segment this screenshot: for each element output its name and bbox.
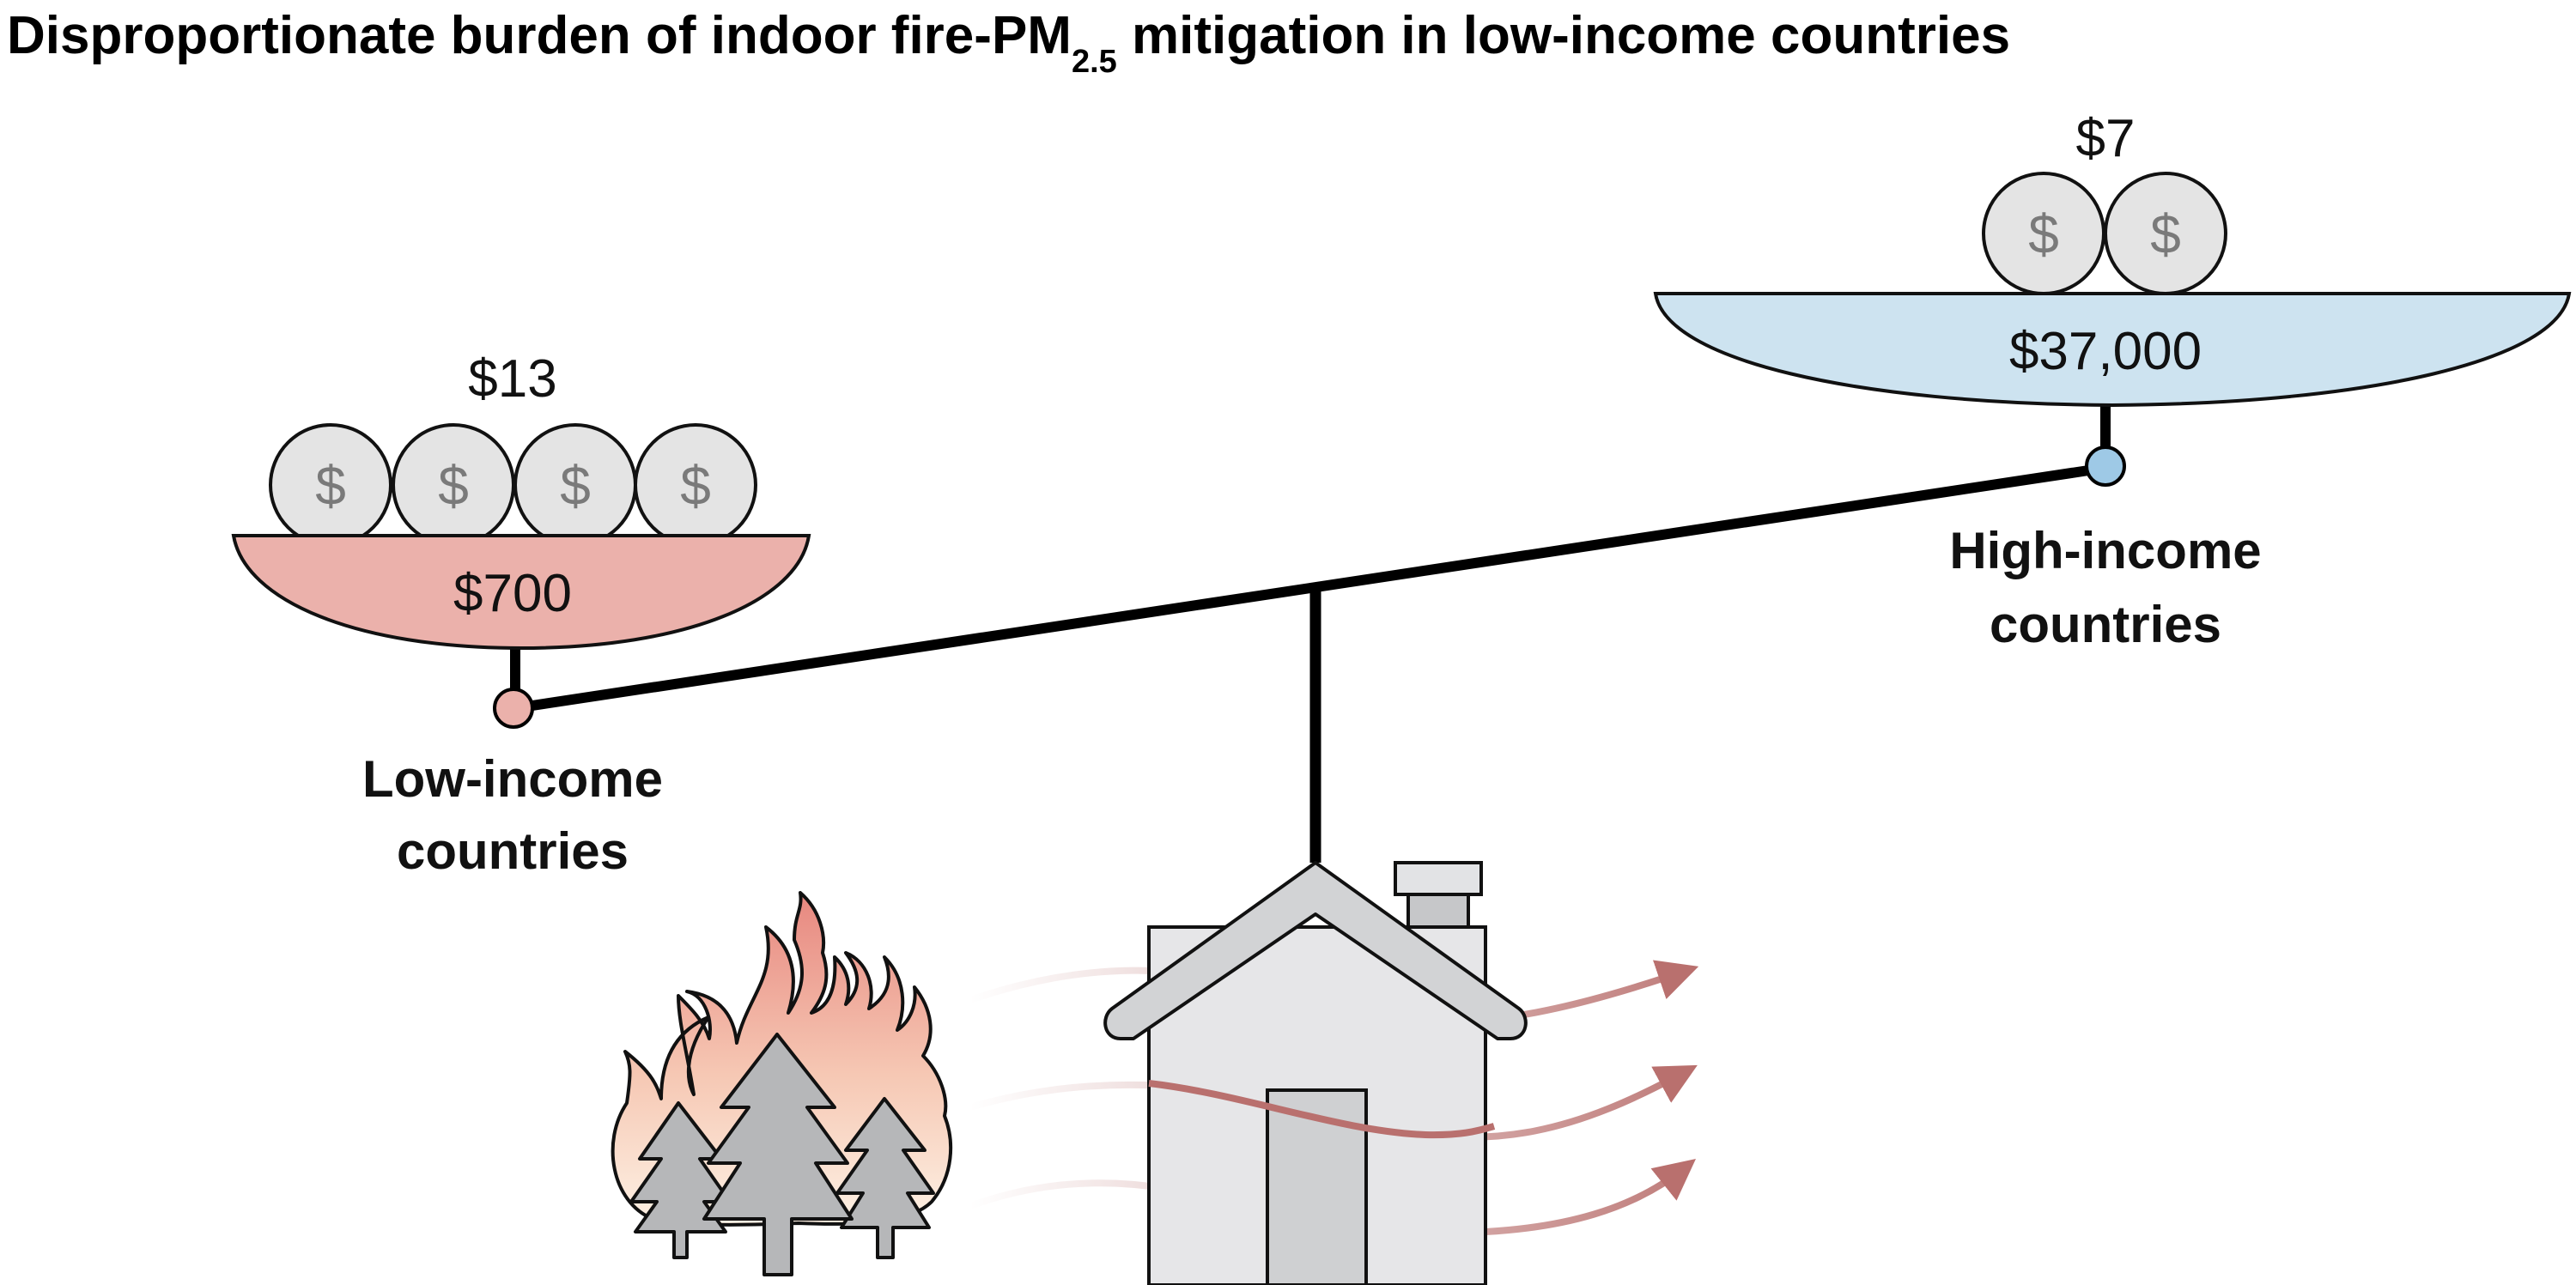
coin-symbol: $ [560,455,591,517]
chimney-cap [1394,861,1483,896]
tree-icon [835,1097,935,1259]
title-rest: mitigation in low-income countries [1117,6,2010,65]
coin-symbol: $ [315,455,346,517]
high-pan-value: $37,000 [2009,322,2202,381]
coin-icon: $ [2104,172,2227,295]
house-icon [1103,861,1528,1285]
low-pivot [493,688,534,729]
title-main: Disproportionate burden of indoor fire-P… [7,6,1072,65]
coin-symbol: $ [2150,203,2181,265]
low-income-label-line1: Low-income [362,750,663,808]
low-pan-value: $700 [453,564,572,623]
high-pivot [2085,446,2126,487]
scale-beam [514,463,2106,713]
coin-icon: $ [1982,172,2105,295]
coin-symbol: $ [438,455,469,517]
high-income-pan [1653,292,2572,408]
coin-symbol: $ [680,455,711,517]
low-income-pan-group: $ $ $ $ $700 $13 Low-income countries [231,349,811,880]
balance-scale [493,403,2126,863]
high-income-label-line1: High-income [1949,522,2261,579]
high-coins-value: $7 [2076,109,2136,168]
low-income-label-line2: countries [397,822,629,880]
high-income-pan-group: $ $ $37,000 $7 High-income countries [1653,109,2572,653]
low-income-pan [231,534,811,651]
page-title: Disproportionate burden of indoor fire-P… [7,6,2010,80]
high-income-label-line2: countries [1990,596,2221,653]
smoke-arrows-front [1148,1080,1496,1139]
smoke-arrow-icon [1148,1080,1496,1139]
coin-icon: $ [269,423,392,547]
coin-symbol: $ [2028,203,2059,265]
coin-icon: $ [634,423,757,547]
house-roof [1103,861,1528,1040]
low-coins-value: $13 [468,349,556,409]
tree-icon [702,1033,854,1276]
coin-icon: $ [392,423,515,547]
low-coins: $ $ $ $ [269,423,757,547]
title-subscript: 2.5 [1072,44,1117,80]
high-coins: $ $ [1982,172,2227,295]
fire-icon [611,891,953,1276]
coin-icon: $ [513,423,637,547]
